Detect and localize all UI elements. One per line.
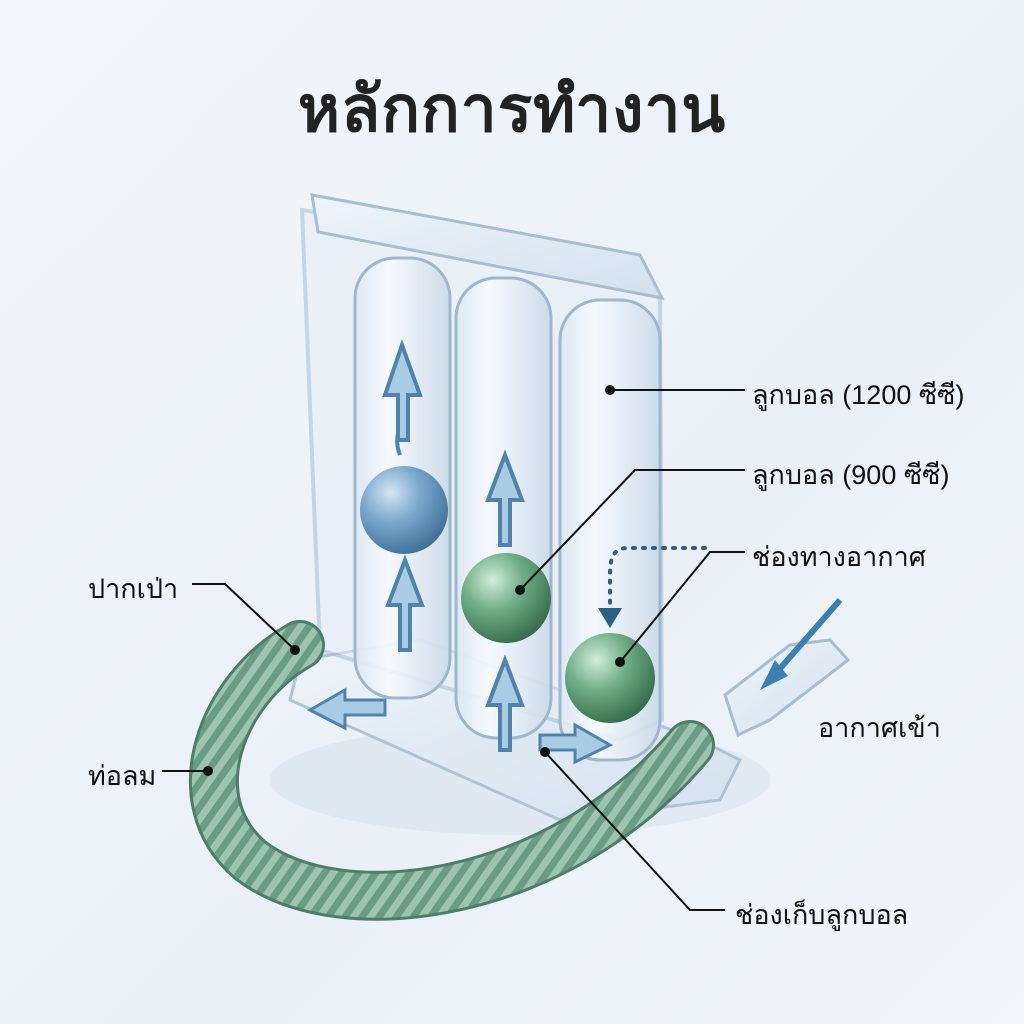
- label-tube: ท่อลม: [88, 761, 157, 791]
- label-mouthpiece: ปากเป่า: [88, 574, 179, 604]
- label-ball-900: ลูกบอล (900 ซีซี): [752, 460, 950, 490]
- leader-dots: [203, 385, 625, 776]
- blue-ball: [360, 466, 448, 554]
- flow-arrows: [382, 338, 525, 752]
- green-ball-right: [565, 633, 655, 723]
- label-ball-1200: ลูกบอล (1200 ซีซี): [752, 380, 965, 410]
- label-ball-chamber: ช่องเก็บลูกบอล: [735, 900, 909, 930]
- air-inlet: [723, 598, 851, 738]
- leader-lines: [162, 389, 745, 911]
- air-channel-arrowhead: [598, 608, 622, 628]
- frame-top-bar: [310, 193, 665, 301]
- green-ball-middle: [461, 553, 551, 643]
- label-air-in: อากาศเข้า: [818, 713, 941, 743]
- page-title: หลักการทำงาน: [297, 73, 727, 145]
- label-air-channel: ช่องทางอากาศ: [752, 542, 926, 572]
- bottom-flow-arrows: [306, 687, 614, 765]
- hose: [192, 623, 712, 918]
